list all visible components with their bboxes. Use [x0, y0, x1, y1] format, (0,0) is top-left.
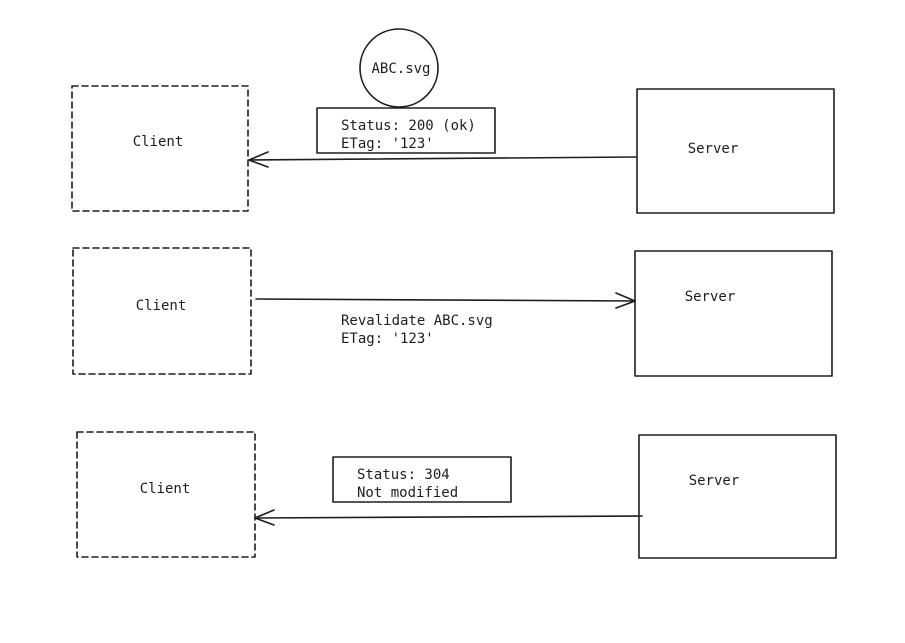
- abc-svg-file-circle: [359, 28, 439, 108]
- arrowhead-icon: [254, 509, 275, 526]
- response-arrow-line: [254, 515, 643, 519]
- row-2: [72, 247, 833, 377]
- message-line-1: Revalidate ABC.svg: [341, 313, 493, 329]
- message-line-1: Status: 200 (ok): [341, 118, 476, 134]
- arrowhead-icon: [248, 151, 269, 168]
- response-arrow-line: [248, 156, 637, 161]
- message-line-1: Status: 304: [357, 467, 450, 483]
- abc-svg-label: ABC.svg: [371, 61, 430, 77]
- message-line-2: ETag: '123': [341, 136, 434, 152]
- server-box: [638, 434, 837, 559]
- server-box: [636, 88, 835, 214]
- client-box: [71, 85, 249, 212]
- client-label: Client: [140, 481, 191, 497]
- client-box: [76, 431, 256, 558]
- server-box: [634, 250, 833, 377]
- arrowhead-icon: [615, 292, 636, 309]
- client-box: [72, 247, 252, 375]
- client-label: Client: [136, 298, 187, 314]
- server-label: Server: [685, 289, 736, 305]
- request-arrow-line: [255, 298, 636, 302]
- server-label: Server: [689, 473, 740, 489]
- message-line-2: ETag: '123': [341, 331, 434, 347]
- response-message-box: [316, 107, 496, 154]
- row-3: [76, 431, 837, 559]
- server-label: Server: [688, 141, 739, 157]
- message-line-2: Not modified: [357, 485, 458, 501]
- client-label: Client: [133, 134, 184, 150]
- response-message-box: [332, 456, 512, 503]
- row-1: [71, 28, 835, 214]
- labels: ABC.svg Client Server Status: 200 (ok) E…: [133, 61, 740, 501]
